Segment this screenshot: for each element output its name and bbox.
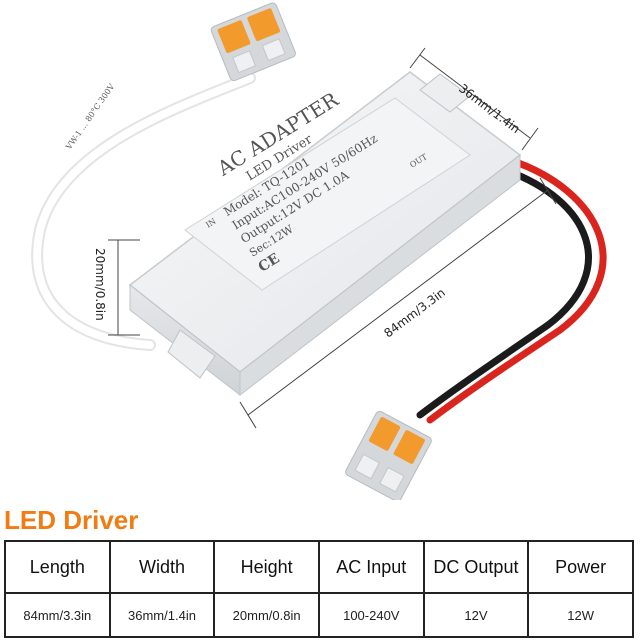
value-length: 84mm/3.3in [4, 592, 111, 638]
header-dc-output: DC Output [422, 540, 530, 594]
output-connector [345, 410, 432, 500]
value-height: 20mm/0.8in [213, 592, 320, 638]
value-dc-output: 12V [422, 592, 530, 638]
red-wire [426, 156, 607, 424]
product-title: LED Driver [4, 505, 139, 535]
header-ac-input: AC Input [317, 540, 425, 594]
height-label: 20mm/0.8in [93, 248, 107, 321]
black-wire [416, 166, 592, 419]
spec-header-row: Length Width Height AC Input DC Output P… [4, 540, 634, 594]
input-connector [210, 2, 296, 82]
height-dimension: 20mm/0.8in [93, 239, 140, 336]
value-power: 12W [527, 592, 634, 638]
value-width: 36mm/1.4in [108, 592, 216, 638]
header-width: Width [108, 540, 216, 594]
header-power: Power [527, 540, 634, 594]
product-photo: VW-1 ... 80°C 300V AC ADAPTER LED Driver… [31, 2, 607, 500]
header-length: Length [4, 540, 111, 594]
length-label: 84mm/3.3in [381, 285, 448, 340]
adapter-housing [128, 71, 522, 397]
header-height: Height [213, 540, 320, 594]
spec-value-row: 84mm/3.3in 36mm/1.4in 20mm/0.8in 100-240… [4, 592, 634, 638]
spec-table: Length Width Height AC Input DC Output P… [4, 540, 634, 638]
value-ac-input: 100-240V [317, 592, 425, 638]
